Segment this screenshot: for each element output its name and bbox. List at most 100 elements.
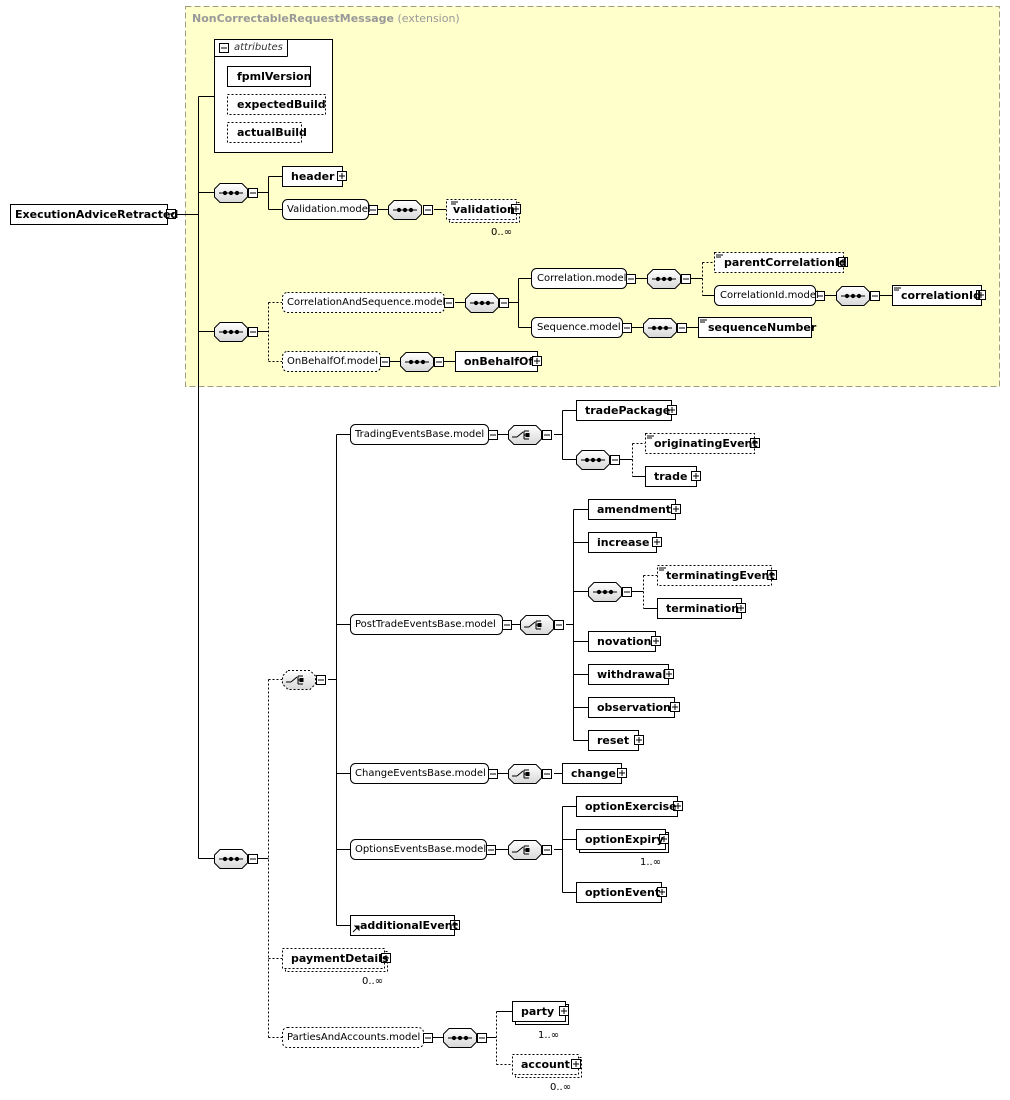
- label-parentCorrelationId: parentCorrelationId: [724, 256, 847, 269]
- expand-icon[interactable]: [652, 537, 662, 547]
- label-tradingeventsbase-model: TradingEventsBase.model: [355, 429, 485, 440]
- attribute-expectedBuild[interactable]: [227, 94, 326, 115]
- label-validation-model: Validation.model: [287, 204, 371, 215]
- expand-toggles: [337, 171, 986, 1069]
- reference-arrow-icon: [352, 925, 360, 933]
- expand-icon[interactable]: [571, 1059, 581, 1069]
- expand-icon[interactable]: [532, 356, 542, 366]
- expand-icon[interactable]: [736, 603, 746, 613]
- collapse-icon[interactable]: [486, 845, 496, 855]
- expand-icon[interactable]: [671, 504, 681, 514]
- label-party: party: [521, 1005, 555, 1018]
- collapse-icon[interactable]: [248, 854, 258, 864]
- expand-icon[interactable]: [651, 636, 661, 646]
- collapse-icon[interactable]: [444, 298, 454, 308]
- collapse-icon[interactable]: [542, 845, 552, 855]
- attribute-fpmlVersion[interactable]: [227, 66, 311, 87]
- collapse-icon[interactable]: [610, 455, 620, 465]
- label-onBehalfOf: onBehalfOf: [464, 355, 534, 368]
- collapse-icon[interactable]: [681, 274, 691, 284]
- collapse-icon[interactable]: [488, 430, 498, 440]
- element-sequenceNumber[interactable]: [698, 317, 812, 338]
- expand-icon[interactable]: [670, 702, 680, 712]
- expand-icon[interactable]: [838, 257, 848, 267]
- collapse-icon[interactable]: [434, 357, 444, 367]
- collapse-icon[interactable]: [423, 1033, 433, 1043]
- label-optionEvent: optionEvent: [585, 886, 661, 899]
- expand-icon[interactable]: [750, 438, 760, 448]
- expand-icon[interactable]: [659, 834, 669, 844]
- expand-icon[interactable]: [667, 405, 677, 415]
- element-parentCorrelationId[interactable]: [714, 252, 844, 273]
- collapse-icon[interactable]: [554, 620, 564, 630]
- card-account: 0..∞: [550, 1082, 572, 1093]
- expand-icon[interactable]: [511, 204, 521, 214]
- collapse-icon[interactable]: [502, 620, 512, 630]
- expand-icon[interactable]: [691, 471, 701, 481]
- element-originatingEvent[interactable]: [645, 433, 755, 454]
- card-paymentDetails: 0..∞: [362, 976, 384, 987]
- collapse-icon[interactable]: [815, 291, 825, 301]
- sequence-icon: [214, 322, 248, 342]
- attributes-caption: attributes: [234, 42, 283, 53]
- collapse-icon[interactable]: [166, 209, 176, 219]
- connector-lines: [177, 96, 892, 1038]
- collapse-icon[interactable]: [622, 587, 632, 597]
- collapse-icon[interactable]: [488, 769, 498, 779]
- expand-icon[interactable]: [767, 570, 777, 580]
- expand-icon[interactable]: [617, 768, 627, 778]
- label-change: change: [571, 767, 616, 780]
- label-sequence-model: Sequence.model: [537, 322, 621, 333]
- extension-suffix: (extension): [397, 12, 460, 25]
- sequence-icon: [214, 183, 248, 203]
- root-element-label: ExecutionAdviceRetracted: [15, 208, 179, 221]
- sequence-icon: [214, 849, 248, 869]
- collapse-icon[interactable]: [248, 327, 258, 337]
- attribute-actualBuild[interactable]: [227, 122, 302, 143]
- collapse-icon[interactable]: [542, 769, 552, 779]
- expand-icon[interactable]: [450, 920, 460, 930]
- label-optionExpiry: optionExpiry: [585, 833, 664, 846]
- choice-icon: [282, 670, 316, 690]
- collapse-icon[interactable]: [499, 298, 509, 308]
- label-trade: trade: [654, 470, 688, 483]
- attributes-collapse-icon[interactable]: [219, 43, 229, 53]
- label-onbehalfof-model: OnBehalfOf.model: [287, 356, 378, 367]
- expand-icon[interactable]: [381, 953, 391, 963]
- collapse-icon[interactable]: [870, 291, 880, 301]
- collapse-icon[interactable]: [542, 430, 552, 440]
- label-correlation-model: Correlation.model: [537, 273, 627, 284]
- label-correlationId: correlationId: [901, 289, 981, 302]
- choice-icon: [520, 615, 554, 635]
- card-validation: 0..∞: [491, 227, 513, 238]
- collapse-icon[interactable]: [380, 357, 390, 367]
- expand-icon[interactable]: [337, 171, 347, 181]
- expand-icon[interactable]: [673, 801, 683, 811]
- collapse-icon[interactable]: [477, 1033, 487, 1043]
- expand-icon[interactable]: [634, 735, 644, 745]
- label-posttradeeventsbase-model: PostTradeEventsBase.model: [355, 619, 496, 630]
- extension-base-name: NonCorrectableRequestMessage: [192, 12, 395, 25]
- label-paymentDetails: paymentDetails: [291, 952, 389, 965]
- collapse-icon[interactable]: [622, 323, 632, 333]
- label-tradePackage: tradePackage: [585, 404, 671, 417]
- collapse-icon[interactable]: [368, 205, 378, 215]
- group-PartiesAndAccounts.model[interactable]: [282, 1027, 424, 1048]
- expand-icon[interactable]: [559, 1006, 569, 1016]
- label-correlationid-model: CorrelationId.model: [720, 290, 819, 301]
- collapse-icon[interactable]: [248, 188, 258, 198]
- expand-icon[interactable]: [657, 887, 667, 897]
- collapse-icon[interactable]: [677, 323, 687, 333]
- sequence-icon: [836, 286, 870, 306]
- expand-icon[interactable]: [664, 669, 674, 679]
- attribute-label-expectedBuild: expectedBuild: [237, 98, 326, 111]
- collapse-icon[interactable]: [316, 675, 326, 685]
- sequence-icon: [643, 318, 677, 338]
- collapse-icon[interactable]: [626, 274, 636, 284]
- expand-icon[interactable]: [976, 290, 986, 300]
- label-sequenceNumber: sequenceNumber: [708, 321, 817, 334]
- element-boxes: [282, 166, 982, 1078]
- collapse-icon[interactable]: [423, 205, 433, 215]
- sequence-icon: [576, 450, 610, 470]
